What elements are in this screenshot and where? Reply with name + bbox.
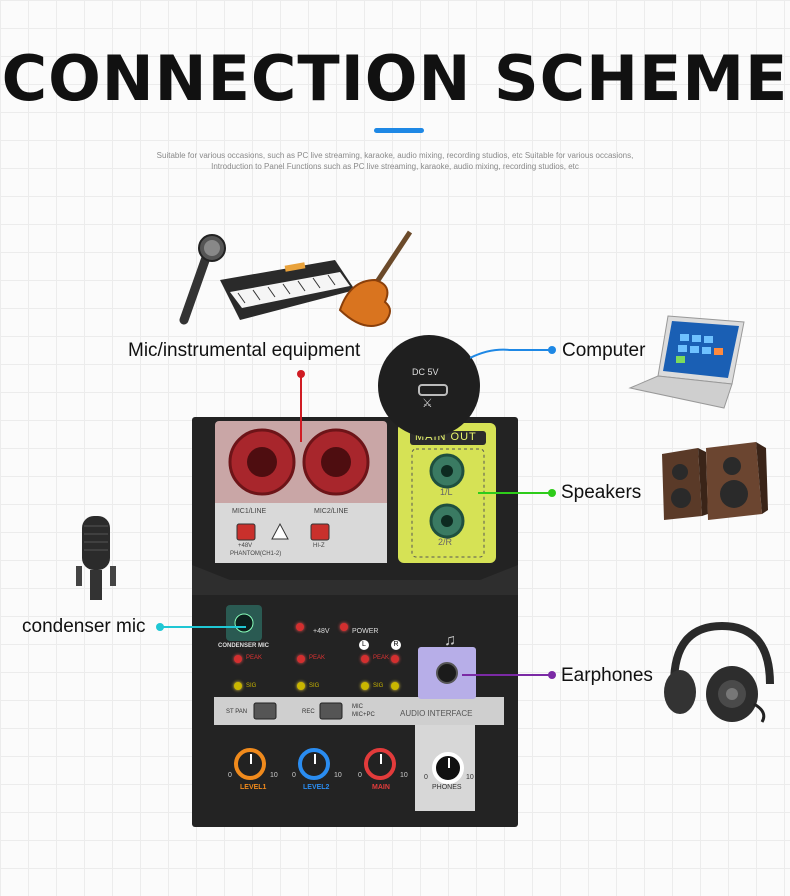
speakers-label: Speakers xyxy=(561,482,642,503)
power-l-badge: L xyxy=(359,640,369,650)
speakers-icon xyxy=(662,442,768,520)
led-peak-3 xyxy=(361,655,369,663)
level2-label: LEVEL2 xyxy=(303,784,330,791)
rec-label: REC xyxy=(302,709,315,715)
level1-max: 10 xyxy=(270,772,278,779)
rec-switch[interactable] xyxy=(320,703,342,719)
equipment-illustration xyxy=(179,230,413,327)
st-pan-label: ST PAN xyxy=(226,709,248,715)
audio-interface-label: AUDIO INTERFACE xyxy=(400,709,473,718)
earphones-dot xyxy=(548,671,556,679)
level1-knob[interactable] xyxy=(234,748,266,780)
phones-min: 0 xyxy=(424,774,428,781)
led-sig-3 xyxy=(361,682,369,690)
mixer-device xyxy=(192,417,518,827)
led-sig-2 xyxy=(297,682,305,690)
led-peak-1 xyxy=(234,655,242,663)
led-peak-4 xyxy=(391,655,399,663)
rec-mic-label: MIC xyxy=(352,704,363,710)
phones-knob[interactable] xyxy=(432,752,464,784)
mic-instrument-dot xyxy=(297,370,305,378)
laptop-icon xyxy=(628,315,745,409)
sig-label-3: SIG xyxy=(373,683,384,689)
level2-min: 0 xyxy=(292,772,296,779)
usb-c-port xyxy=(418,384,448,396)
phones-label: PHONES xyxy=(432,784,462,791)
computer-label: Computer xyxy=(562,340,646,361)
mic-instrument-connector xyxy=(300,374,302,442)
main-knob[interactable] xyxy=(364,748,396,780)
usb-port-label: DC 5V xyxy=(412,367,439,377)
title-underline xyxy=(374,128,424,133)
speakers-connector xyxy=(478,492,550,494)
mic-instrument-label: Mic/instrumental equipment xyxy=(128,340,361,361)
led-sig-4 xyxy=(391,682,399,690)
level1-label: LEVEL1 xyxy=(240,784,267,791)
earphones-connector xyxy=(462,674,550,676)
usb-icon: ⚔ xyxy=(422,396,433,410)
brand-logo: ♫ xyxy=(444,632,456,649)
level2-knob[interactable] xyxy=(298,748,330,780)
rec-mic-pc-label: MIC+PC xyxy=(352,712,375,718)
keyboard-icon xyxy=(220,260,355,320)
out-r-label: 2/R xyxy=(438,537,453,547)
st-pan-switch[interactable] xyxy=(256,703,278,719)
phantom-48v-small-label: +48V xyxy=(238,543,253,549)
mic1-label: MIC1/LINE xyxy=(232,508,267,515)
electric-guitar-icon xyxy=(338,230,413,327)
condenser-mic-label: condenser mic xyxy=(22,616,146,637)
main-min: 0 xyxy=(358,772,362,779)
speakers-dot xyxy=(548,489,556,497)
phantom-label: PHANTOM(CH1-2) xyxy=(230,551,282,557)
mic2-label: MIC2/LINE xyxy=(314,508,349,515)
condenser-mic-panel-label: CONDENSER MIC xyxy=(218,643,270,649)
level2-max: 10 xyxy=(334,772,342,779)
peak-label-1: PEAK xyxy=(246,655,263,661)
subtitle-line-2: Introduction to Panel Functions such as … xyxy=(211,162,579,171)
usb-port-housing xyxy=(378,335,480,437)
condenser-mic-icon xyxy=(76,516,116,600)
level1-min: 0 xyxy=(228,772,232,779)
phones-max: 10 xyxy=(466,774,474,781)
plus48-label: +48V xyxy=(313,628,330,635)
page-title: CONNECTION SCHEME xyxy=(1,42,789,115)
sig-label-1: SIG xyxy=(246,683,257,689)
condenser-connector xyxy=(160,626,246,628)
earphones-label: Earphones xyxy=(561,665,653,686)
out-l-label: 1/L xyxy=(440,487,453,497)
subtitle-line-1: Suitable for various occasions, such as … xyxy=(156,151,634,160)
main-max: 10 xyxy=(400,772,408,779)
led-power xyxy=(340,623,348,631)
power-label: POWER xyxy=(352,628,379,635)
led-peak-2 xyxy=(297,655,305,663)
main-label: MAIN xyxy=(372,784,390,791)
headphones-icon xyxy=(664,621,774,723)
led-sig-1 xyxy=(234,682,242,690)
peak-label-3: PEAK xyxy=(373,655,390,661)
computer-connector xyxy=(470,346,556,359)
condenser-dot xyxy=(156,623,164,631)
sig-label-2: SIG xyxy=(309,683,320,689)
hi-z-label: HI-Z xyxy=(313,543,325,549)
peak-label-2: PEAK xyxy=(309,655,326,661)
power-r-badge: R xyxy=(391,640,401,650)
microphone-icon xyxy=(179,234,226,325)
led-48v xyxy=(296,623,304,631)
